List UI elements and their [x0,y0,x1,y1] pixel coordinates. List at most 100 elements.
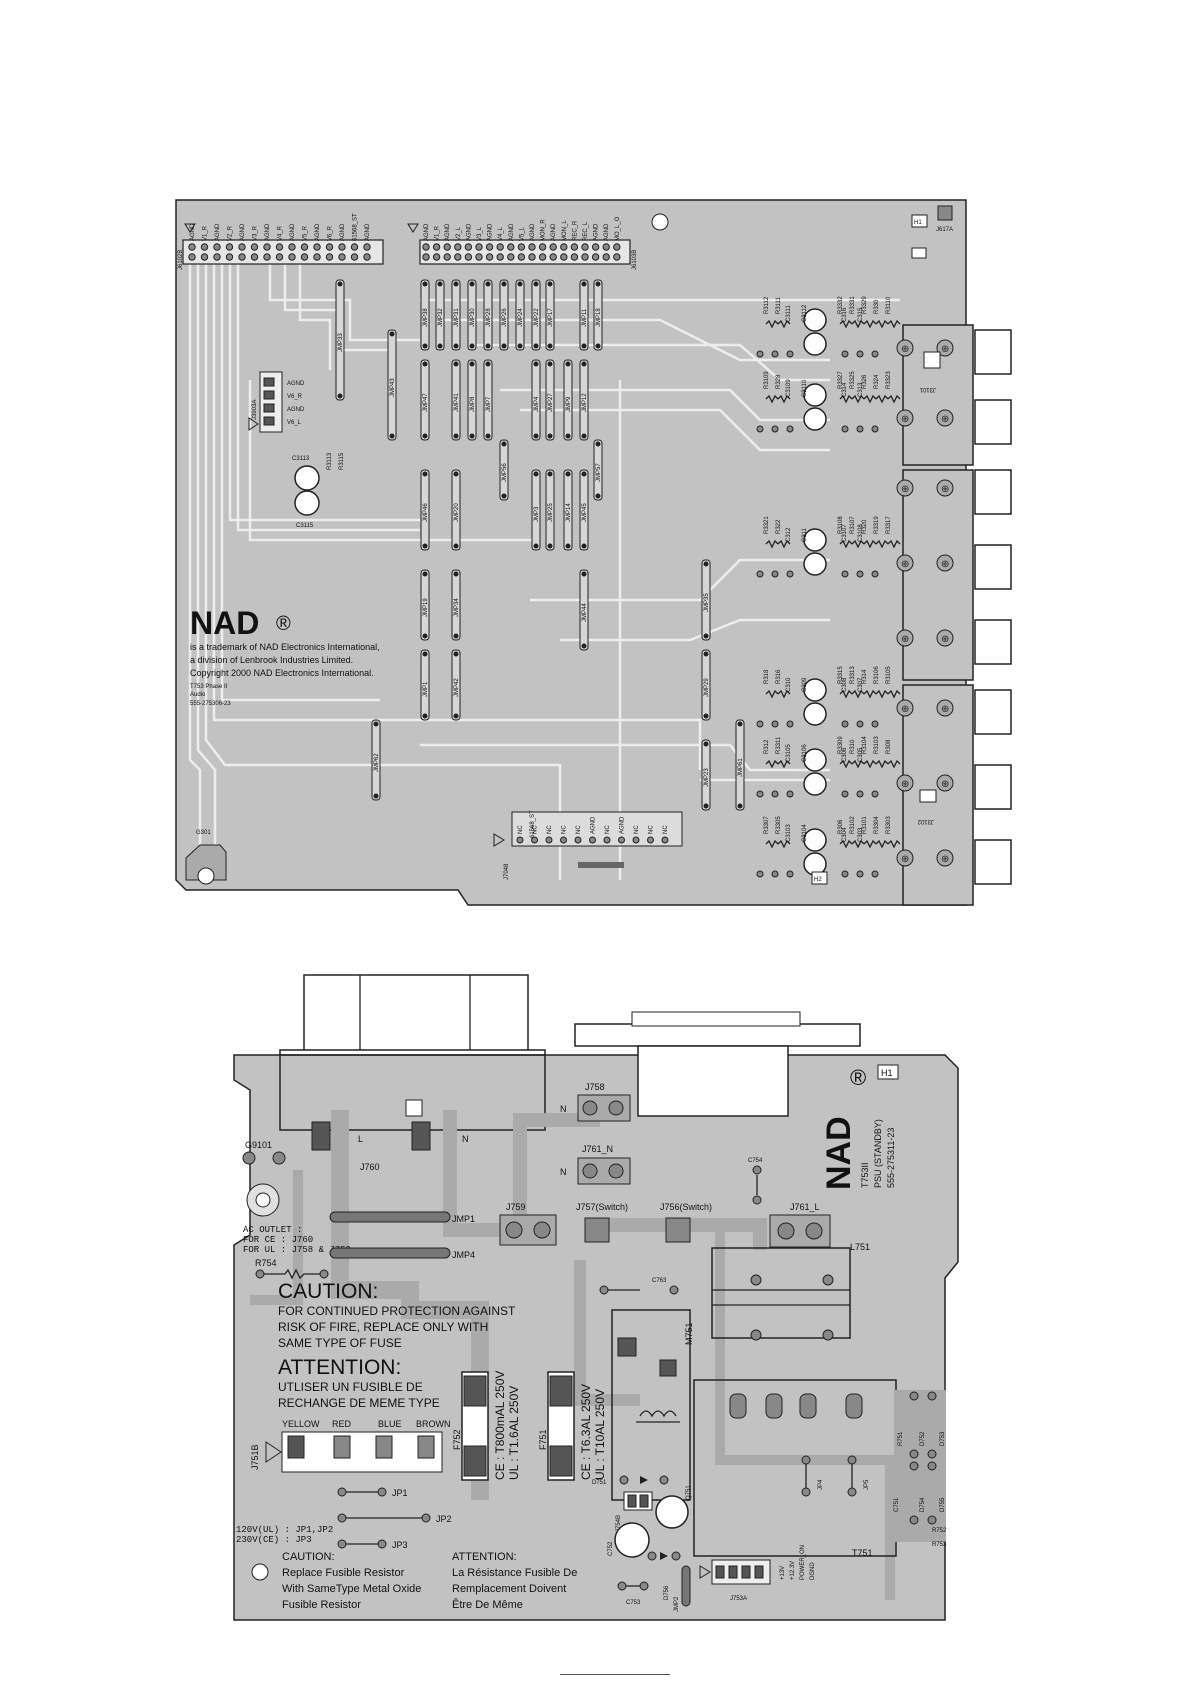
electrolytic-cap-icon [803,748,827,772]
resistor-label: R3109 [764,371,770,389]
resistor-icon [839,319,853,329]
attention-line: UTLISER UN FUSIBLE DE [278,1380,423,1394]
resistor-label: R316 [776,669,782,684]
g9101-ground: G9101 AC OUTLET : FOR CE : J760 FOR UL :… [242,1140,351,1255]
ground-hole-icon [197,867,215,885]
resistor-icon [863,759,877,769]
jumper-label: JMP24 [518,308,524,327]
header-pad [263,253,271,261]
header-pin-label: AGND [604,223,610,241]
resistor-icon [851,839,865,849]
hole-h2-label: H2 [814,877,822,883]
component-label: T751 [852,1548,873,1558]
audio-board-outline [175,199,967,906]
resistor-label: R310 [850,739,856,754]
component-label: C763 [652,1278,667,1284]
resistor-label: R3303 [886,816,892,834]
svg-text:⊕: ⊕ [941,854,949,865]
power-switch-body [637,1045,789,1117]
jack-pin-icon [896,629,914,647]
header-pin-label: AGND [620,816,626,834]
header-pin-label: AGND [551,223,557,241]
cap-label: C306 [842,747,848,762]
electrolytic-cap-icon [803,332,827,356]
jumper-bar [545,279,555,351]
caution-line: SAME TYPE OF FUSE [278,1336,402,1350]
jumper-label: JMP35 [704,593,710,612]
header-pin-label: V3_R [253,225,259,241]
psu-board-outline [233,1054,959,1621]
psu-brand-logo: NAD [820,1116,858,1190]
header-pin-label: 61568_ST [353,213,359,241]
header-pad [263,243,271,251]
header-pad [225,253,234,261]
header-pad [496,253,504,261]
j3903a-label: J3903A [252,400,258,420]
resistor-label: R3325 [850,371,856,389]
jumper-bar [701,649,711,721]
resistor-label: R3101 [862,816,868,834]
j758-label: J758 [585,1082,605,1092]
j761n-connector: J761_N N [560,1144,631,1185]
header-pin-label: AGND [591,816,597,834]
jack-pin-icon [896,339,914,357]
component-label: D755 [940,1497,946,1512]
resistor-icon [863,319,877,329]
header-pad [603,836,611,844]
attention2-line: Être De Même [452,1598,523,1611]
header-pin-label: AGND [340,223,346,241]
psu-brand-block: NAD ® H1 T753II PSU (STANDBY) 555-275311… [820,1064,899,1190]
jack-pin-icon [936,554,954,572]
j6103b-label: J6103B [632,250,638,270]
header-pin-label: AGND [424,223,430,241]
resistor-label: R326 [862,374,868,389]
line-pad-n [411,1121,431,1151]
line-label: L [358,1134,363,1144]
model-line: PSU (STANDBY) [873,1119,883,1188]
header-pin-label: V2_R [228,225,234,241]
jumper-bar [499,439,509,501]
j6102b-label: J6102B [178,250,184,270]
svg-text:⊕: ⊕ [901,559,909,570]
g9101-label: G9101 [245,1140,272,1150]
header-pad [549,243,557,251]
pin1-marker-icon [407,223,419,233]
cap-label: C303 [858,827,864,842]
jumper-bar [335,279,345,401]
j3903a-pin-label: V6_R [287,394,303,400]
jack-group-label: J3102 [917,818,934,824]
relay-region: C763 M751 [599,1278,694,1501]
header-pad [250,253,259,261]
electrolytic-cap-icon [803,528,827,552]
jumper-bar [420,279,430,351]
electrolytic-cap-icon [803,678,827,702]
header-pad [531,836,538,844]
header-pin-label: AGND [265,223,271,241]
j617a-pad [937,205,953,221]
component-label: JP4 [818,1479,824,1490]
jumper-label: JMP3 [534,506,540,522]
resistor-label: R3110 [886,296,892,314]
jumper-label: JMP28 [486,308,492,327]
diode-bridge: R751 D752 D753 D754 D755 C751 R752 R753 [894,1390,947,1548]
resistor-icon [777,319,791,329]
resistor-icon [765,689,779,699]
caution2-block: CAUTION: Replace Fusible Resistor With S… [251,1551,577,1611]
resistor-label: R3332 [838,296,844,314]
jumper-label: JMP32 [438,308,444,327]
resistor-label: R3311 [776,736,782,754]
svg-text:⊕: ⊕ [941,414,949,425]
caution-line: RISK OF FIRE, REPLACE ONLY WITH [278,1320,488,1334]
jack-group-labels: J3101 J3102 [917,351,941,824]
j753a-pin: +13V [780,1566,786,1580]
voltage-line: 230V(CE) : JP3 [236,1535,312,1545]
attention-title: ATTENTION: [278,1356,401,1379]
registered-mark-icon: ® [850,1065,866,1090]
j759-connector: J759 [499,1202,557,1246]
resistor-label: R308 [886,739,892,754]
cap-label: C3113 [292,456,310,462]
header-pad [602,243,610,251]
resistor-icon [887,319,901,329]
jumper-label: JMP23 [704,768,710,787]
line-pad-l [311,1121,331,1151]
